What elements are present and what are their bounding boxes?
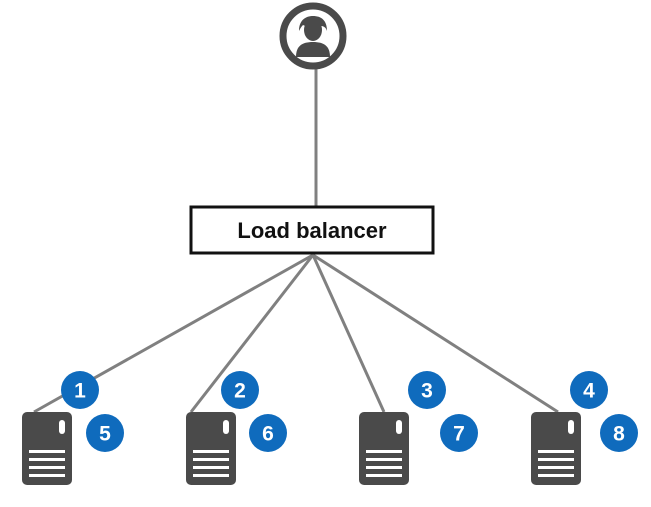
request-badge: 3 [408,371,446,409]
request-number: 2 [234,380,246,403]
server-icon [22,412,72,485]
request-badge: 7 [440,414,478,452]
request-badge: 1 [61,371,99,409]
load-balancer-box: Load balancer [189,205,435,255]
servers [22,412,581,485]
request-number: 3 [421,380,433,403]
load-balancer-to-server-3-line [311,254,386,413]
request-badge: 4 [570,371,608,409]
request-badge: 2 [221,371,259,409]
load-balancer-to-server-4-line [312,253,559,414]
load-balancer-to-server-2-line [189,254,315,413]
request-number: 7 [453,423,465,446]
request-number: 8 [613,423,625,446]
server-icon [186,412,236,485]
request-badge: 5 [86,414,124,452]
request-number: 6 [262,423,274,446]
request-number: 1 [74,380,86,403]
request-badge: 6 [249,414,287,452]
server-icon [531,412,581,485]
request-number: 4 [583,380,595,403]
load-balancer-label: Load balancer [237,218,387,243]
server-icon [359,412,409,485]
request-badges: 15 26 37 48 [61,371,638,452]
request-badge: 8 [600,414,638,452]
request-number: 5 [99,423,111,446]
user-icon [279,2,347,70]
